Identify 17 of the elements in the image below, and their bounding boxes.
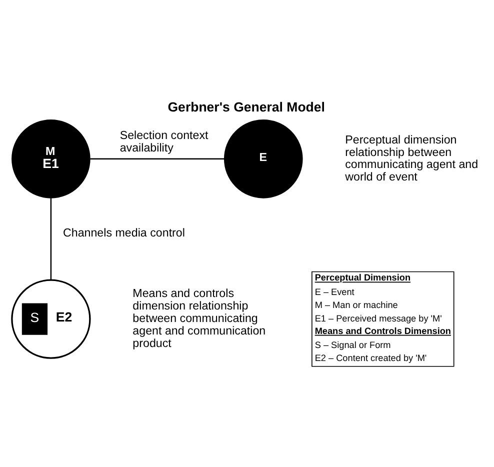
label: S – Signal or Form	[314, 339, 391, 350]
label: M – Man or machine	[314, 300, 398, 310]
diagram-title: Gerbner's General Model	[168, 98, 325, 114]
edge-label: Selection context availability	[120, 128, 208, 154]
node-circle: E	[224, 118, 303, 198]
node-circle: M E1	[12, 118, 90, 198]
label: Perceptual dimension relationship between communicating agent and world of event	[345, 132, 478, 184]
connector	[50, 198, 52, 280]
label: E2 – Content created by 'M'	[314, 352, 427, 363]
label: E – Event	[314, 286, 354, 296]
label: Means and Controls Dimension	[314, 325, 451, 336]
label: E1 – Perceived message by 'M'	[314, 312, 442, 323]
connector	[90, 158, 224, 160]
edge-label: Channels media control	[62, 226, 185, 240]
label: Means and controls dimension relationship between communicating agent and communication product	[132, 286, 266, 350]
label: Perceptual Dimension	[314, 272, 411, 282]
node-circle: S E2	[11, 278, 91, 358]
